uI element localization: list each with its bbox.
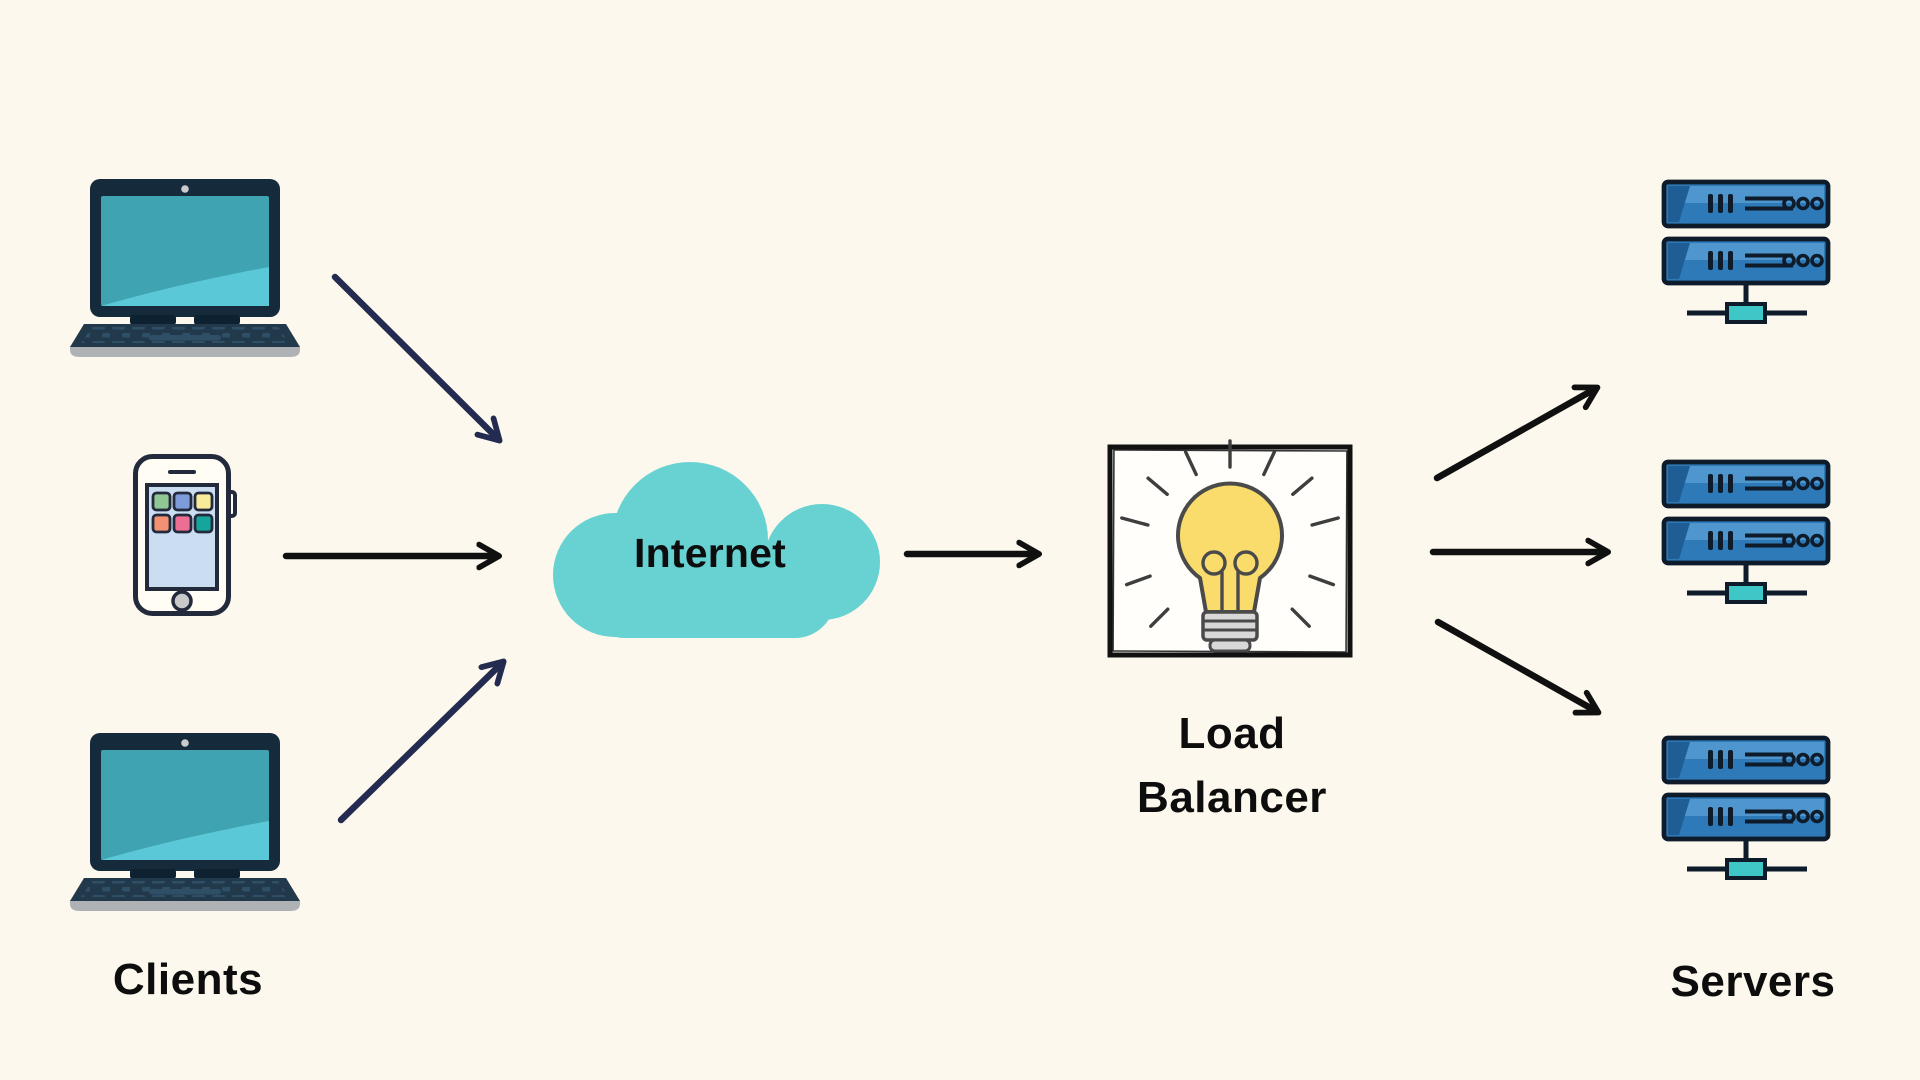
lightbulb-icon: [1120, 439, 1340, 653]
load-balancer-label: Load Balancer: [1137, 709, 1327, 822]
clients-label: Clients: [112, 955, 264, 1004]
arrow-laptop-bottom-to-internet: [337, 658, 507, 824]
server-rack-icon-bottom: [1664, 738, 1828, 878]
server-rack-icon-middle: [1664, 462, 1828, 602]
laptop-icon-bottom: [70, 733, 300, 911]
server-rack-icon-top: [1664, 182, 1828, 322]
arrow-lb-to-server-top: [1433, 384, 1601, 482]
arrow-lb-to-server-bottom: [1434, 618, 1602, 716]
arrow-laptop-top-to-internet: [331, 273, 503, 444]
smartphone-icon: [136, 457, 236, 614]
internet-label: Internet: [634, 530, 786, 576]
laptop-icon-top: [70, 179, 300, 357]
cloud-icon: [553, 462, 880, 638]
servers-label: Servers: [1670, 957, 1836, 1006]
